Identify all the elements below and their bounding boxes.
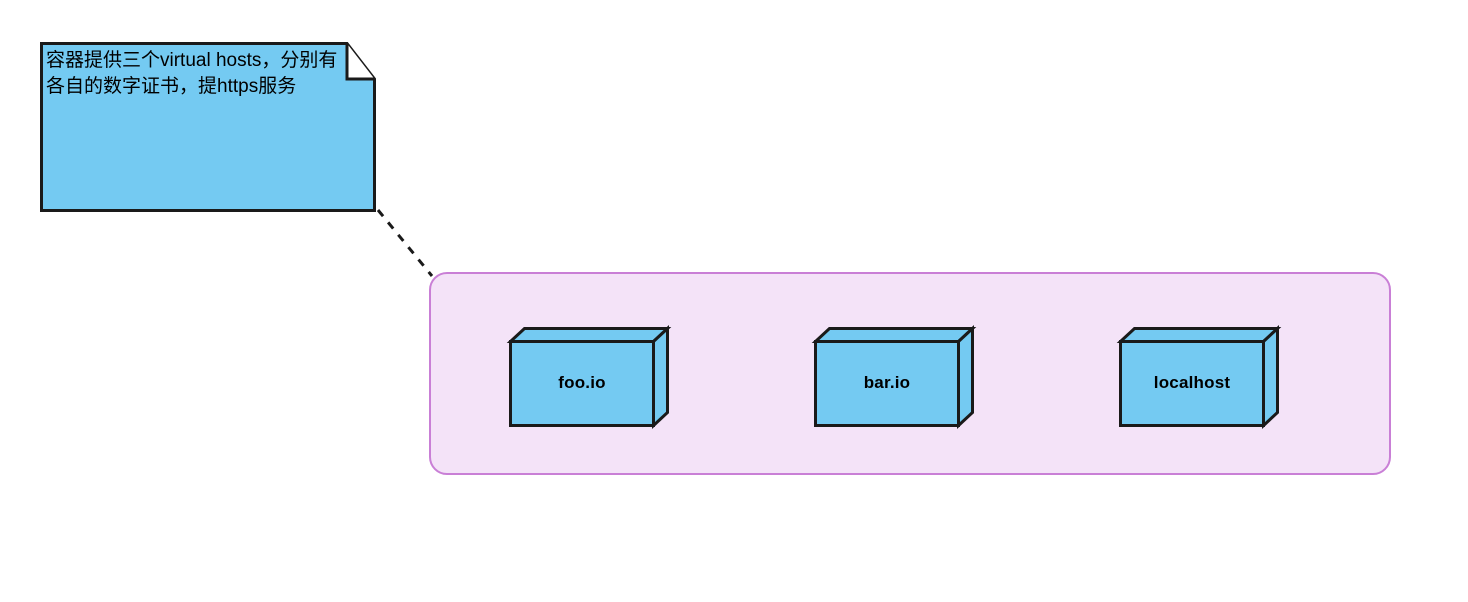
node-bar-io[interactable]: bar.io: [811, 325, 977, 429]
node-localhost[interactable]: localhost: [1116, 325, 1282, 429]
node-foo-io[interactable]: foo.io: [506, 325, 672, 429]
cube-icon: [506, 325, 672, 429]
note-text: 容器提供三个virtual hosts，分别有各自的数字证书，提https服务: [46, 50, 338, 97]
dashed-connector: [376, 209, 434, 277]
note-outline-icon: [40, 42, 376, 212]
cube-icon: [811, 325, 977, 429]
cube-icon: [1116, 325, 1282, 429]
note-shape[interactable]: 容器提供三个virtual hosts，分别有各自的数字证书，提https服务: [40, 42, 376, 212]
